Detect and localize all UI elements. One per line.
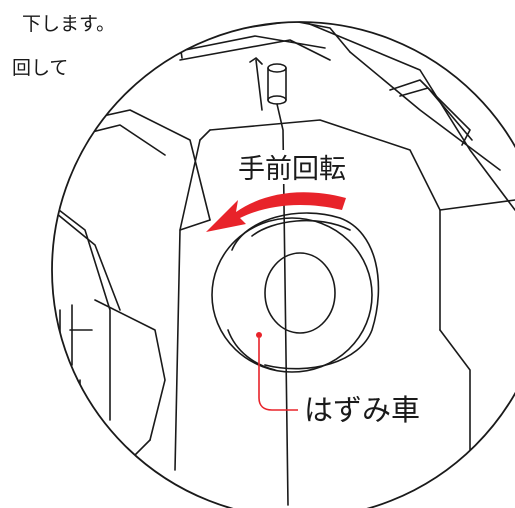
handwheel-outer [211, 217, 373, 373]
rotation-arrow-icon [206, 192, 346, 232]
rotation-label: 手前回転 [238, 154, 346, 185]
instruction-text-line-2: 回して [12, 57, 68, 79]
callout-label: はずみ車 [304, 393, 420, 427]
callout-label-bg [300, 392, 430, 428]
magnified-machine-view [52, 22, 515, 506]
callout-leader-line [258, 338, 298, 411]
callout-dot [256, 332, 262, 338]
instruction-text-line-1: 下します。 [22, 13, 115, 35]
magnifier-circle [51, 21, 515, 508]
rotation-label-bg [232, 150, 356, 184]
handwheel-hub [264, 252, 336, 334]
